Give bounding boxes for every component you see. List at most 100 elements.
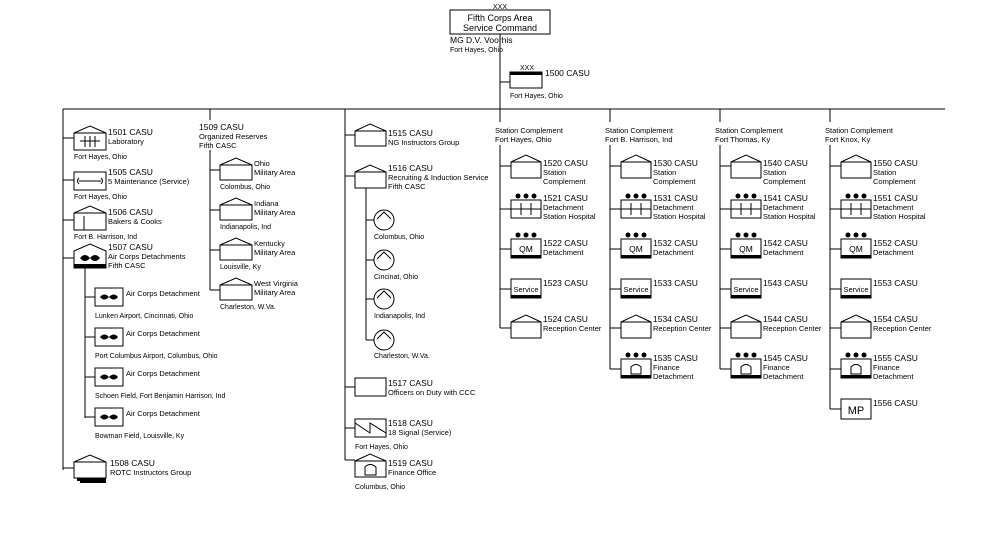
reception-center-icon (840, 314, 872, 339)
recruiting-station-icon (373, 209, 395, 231)
unit-1552[interactable]: QM 1552 CASU Detachment (830, 232, 918, 259)
unit-1532[interactable]: QM 1532 CASU Detachment (610, 232, 698, 259)
bakers-icon (73, 205, 107, 231)
unit-1556-symbol: MP (848, 405, 865, 417)
u1523-base-bar (511, 295, 541, 298)
unit-1532-name: 1532 CASU (653, 238, 698, 248)
recruit-3-chevron (376, 290, 392, 299)
unit-1523[interactable]: Service 1523 CASU (500, 278, 588, 299)
u1545-dot2 (743, 352, 749, 358)
unit-1524[interactable]: 1524 CASU Reception Center (500, 314, 602, 339)
air-det-4[interactable]: Air Corps Detachment Bowman Field, Louis… (85, 407, 201, 440)
u1521-dot2 (523, 193, 529, 199)
unit-1507-sub1: Air Corps Detachments (108, 252, 186, 261)
unit-1519[interactable]: 1519 CASU Finance Office Columbus, Ohio (354, 453, 436, 491)
unit-1545-sub1: Finance (763, 363, 790, 372)
unit-1501[interactable]: 1501 CASU Laboratory Fort Hayes, Ohio (73, 125, 153, 161)
recruiting-station-3[interactable]: Indianapolis, Ind (366, 288, 425, 320)
military-area-indiana[interactable]: Indiana Military Area Indianapolis, Ind (210, 197, 296, 231)
unit-1521[interactable]: 1521 CASU Detachment Station Hospital (500, 193, 596, 221)
recruiting-station-icon (373, 329, 395, 351)
unit-1530-sub1: Station (653, 168, 676, 177)
reception-center-icon (510, 314, 542, 339)
u1535-dot2 (633, 352, 639, 358)
recruiting-station-1[interactable]: Colombus, Ohio (366, 209, 424, 241)
u1555-dot1 (845, 352, 851, 358)
unit-1534-sub: Reception Center (653, 324, 712, 333)
unit-1554-sub: Reception Center (873, 324, 932, 333)
ng-instructors-icon (354, 123, 387, 147)
unit-1533[interactable]: Service 1533 CASU (610, 278, 698, 299)
unit-1541[interactable]: 1541 CASU Detachment Station Hospital (720, 193, 816, 221)
unit-1519-sub: Finance Office (388, 468, 436, 477)
unit-1506[interactable]: 1506 CASU Bakers & Cooks Fort B. Harriso… (73, 205, 162, 241)
unit-1550[interactable]: 1550 CASU Station Complement (830, 154, 918, 186)
station-complement-icon (620, 154, 652, 179)
area-ohio-name2: Military Area (254, 168, 296, 177)
air-det-2[interactable]: Air Corps Detachment Port Columbus Airpo… (85, 327, 218, 360)
unit-1541-sub2: Station Hospital (763, 212, 816, 221)
military-area-kentucky[interactable]: Kentucky Military Area Louisville, Ky (210, 237, 296, 271)
unit-1522[interactable]: QM 1522 CASU Detachment (500, 232, 588, 259)
station-complement-icon (510, 154, 542, 179)
unit-1524-sub: Reception Center (543, 324, 602, 333)
unit-1507[interactable]: 1507 CASU Air Corps Detachments Fifth CA… (73, 242, 186, 270)
unit-1534[interactable]: 1534 CASU Reception Center (610, 314, 712, 339)
unit-1534-name: 1534 CASU (653, 314, 698, 324)
unit-1545[interactable]: 1545 CASU Finance Detachment (720, 352, 808, 382)
unit-1535[interactable]: 1535 CASU Finance Detachment (610, 352, 698, 382)
unit-1515[interactable]: 1515 CASU NG Instructors Group (354, 123, 459, 147)
unit-1516[interactable]: 1516 CASU Recruiting & Induction Service… (354, 163, 488, 191)
unit-1556[interactable]: MP 1556 CASU (830, 398, 918, 420)
unit-1551-sub2: Station Hospital (873, 212, 926, 221)
unit-1520[interactable]: 1520 CASU Station Complement (500, 154, 588, 186)
recruiting-station-4[interactable]: Charleston, W.Va. (366, 329, 430, 360)
station-2-header1: Station Complement (605, 126, 674, 135)
station-3-header2: Fort Thomas, Ky (715, 135, 771, 144)
unit-1517[interactable]: 1517 CASU Officers on Duty with CCC (354, 377, 476, 397)
military-area-west-virginia[interactable]: West Virginia Military Area Charleston, … (210, 277, 299, 311)
military-area-ohio[interactable]: Ohio Military Area Colombus, Ohio (210, 157, 296, 191)
station-1-header1: Station Complement (495, 126, 564, 135)
unit-1530[interactable]: 1530 CASU Station Complement (610, 154, 698, 186)
u1532-dot1 (625, 232, 631, 238)
unit-1545-sub2: Detachment (763, 372, 804, 381)
unit-1554[interactable]: 1554 CASU Reception Center (830, 314, 932, 339)
unit-1544[interactable]: 1544 CASU Reception Center (720, 314, 822, 339)
unit-1544-name: 1544 CASU (763, 314, 808, 324)
money-bag-icon (740, 364, 752, 375)
hq-title-line1: Fifth Corps Area (467, 13, 532, 23)
unit-1553[interactable]: Service 1553 CASU (830, 278, 918, 299)
unit-1550-sub1: Station (873, 168, 896, 177)
u1531-dot3 (641, 193, 647, 199)
propeller-icon (80, 255, 100, 261)
u1542-dot1 (735, 232, 741, 238)
unit-1543[interactable]: Service 1543 CASU (720, 278, 808, 299)
air-det-3[interactable]: Air Corps Detachment Schoen Field, Fort … (85, 367, 225, 400)
recruiting-station-2[interactable]: Cincinat, Ohio (366, 249, 418, 281)
unit-1542[interactable]: QM 1542 CASU Detachment (720, 232, 808, 259)
unit-1500[interactable]: XXX 1500 CASU Fort Hayes, Ohio (509, 65, 590, 100)
unit-1505[interactable]: 1505 CASU 5 Maintenance (Service) Fort H… (73, 167, 190, 201)
u1522-dot3 (531, 232, 537, 238)
hq-node[interactable]: XXX Fifth Corps Area Service Command MG … (449, 4, 551, 54)
u1535-dot3 (641, 352, 647, 358)
unit-1508[interactable]: 1508 CASU ROTC Instructors Group (73, 454, 191, 483)
unit-1521-sub2: Station Hospital (543, 212, 596, 221)
unit-1551[interactable]: 1551 CASU Detachment Station Hospital (830, 193, 926, 221)
u1531-dot2 (633, 193, 639, 199)
recruiting-station-icon (373, 288, 395, 310)
unit-1520-sub2: Complement (543, 177, 586, 186)
unit-1518[interactable]: 1518 CASU 18 Signal (Service) Fort Hayes… (354, 418, 452, 451)
unit-1540-sub2: Complement (763, 177, 806, 186)
unit-1555[interactable]: 1555 CASU Finance Detachment (830, 352, 918, 382)
recruiting-icon (354, 164, 387, 189)
unit-1555-name: 1555 CASU (873, 353, 918, 363)
recruit-4-chevron (376, 331, 392, 340)
unit-1509[interactable]: 1509 CASU Organized Reserves Fifth CASC (199, 122, 268, 150)
u1541-dot2 (743, 193, 749, 199)
unit-1522-name: 1522 CASU (543, 238, 588, 248)
air-det-1[interactable]: Air Corps Detachment Lunken Airport, Cin… (85, 287, 201, 320)
unit-1540[interactable]: 1540 CASU Station Complement (720, 154, 808, 186)
unit-1531[interactable]: 1531 CASU Detachment Station Hospital (610, 193, 706, 221)
